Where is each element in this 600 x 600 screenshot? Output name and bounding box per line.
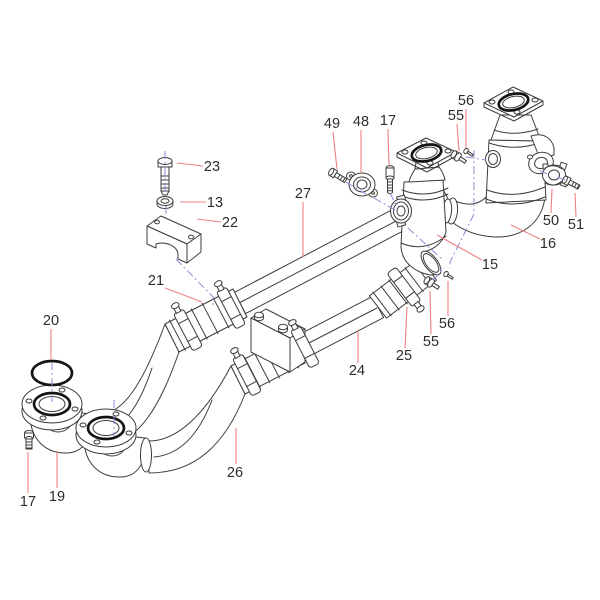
callout-label-21-3: 21 [148,273,164,289]
assembly-line-2 [175,258,214,306]
leader-49-18 [332,131,338,170]
stud-17-top [385,165,395,194]
callout-label-15-12: 15 [482,257,498,273]
leader-21-3 [164,287,203,303]
screw-56-bottom [443,270,454,280]
bolt-49 [328,167,348,184]
leader-55-10 [429,290,432,335]
callout-label-20-4: 20 [43,313,59,329]
leader-51-15 [574,192,577,218]
leader-25-9 [404,306,408,349]
assembly-line-4 [373,197,396,211]
nut-13 [156,196,174,209]
leader-50-14 [550,188,553,214]
callout-label-17-20: 17 [380,113,396,129]
callout-label-48-19: 48 [353,114,369,130]
callout-leader-lines [27,109,577,493]
assembly-line-8 [407,227,444,261]
callout-label-49-18: 49 [324,116,340,132]
leader-55-16 [456,123,460,152]
straight-pipe-24 [298,295,385,357]
callout-label-56-11: 56 [439,316,455,332]
assembly-line-11 [556,176,566,181]
callout-label-27-21: 27 [295,186,311,202]
callout-label-19-6: 19 [49,489,65,505]
callout-label-55-16: 55 [448,108,464,124]
callout-label-24-8: 24 [349,363,365,379]
callout-label-23-0: 23 [204,159,220,175]
callout-label-26-7: 26 [227,465,243,481]
callout-label-16-13: 16 [540,236,556,252]
sensor-boss-16 [485,150,501,168]
callout-label-51-15: 51 [568,217,584,233]
leader-16-13 [510,224,541,240]
leader-17-20 [387,128,390,166]
downpipe-15 [390,137,457,276]
callout-label-17-5: 17 [20,494,36,510]
top-flange-15 [396,137,457,173]
bolt-51 [561,175,581,190]
leader-15-12 [436,234,483,261]
bolt-17-left [24,430,34,450]
plug-55-top [450,150,467,164]
exhaust-line-lower [74,257,437,479]
assembly-line-3 [345,181,370,197]
callout-label-56-17: 56 [458,93,474,109]
assembly-line-6 [465,156,487,161]
top-flange-16 [483,86,544,122]
callout-label-22-2: 22 [222,215,238,231]
assembly-line-7 [449,150,475,268]
flange-48 [346,171,378,198]
callout-label-13-1: 13 [207,195,223,211]
assembly-line-10 [538,169,548,175]
leader-22-2 [196,218,222,223]
port-boss-15 [390,194,412,228]
assembly-line-5 [389,192,398,208]
leader-23-0 [176,162,204,167]
assembly-line-9 [432,267,445,281]
callout-label-25-9: 25 [396,348,412,364]
callout-label-55-10: 55 [423,334,439,350]
callout-label-50-14: 50 [543,213,559,229]
clamp-bracket-22 [146,215,202,264]
assembly-guide-lines [51,150,566,436]
screw-56-top [463,147,474,157]
